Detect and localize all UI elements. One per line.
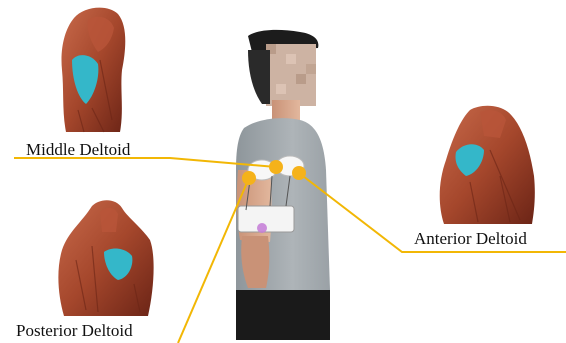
posterior-deltoid-anatomy-image xyxy=(58,200,153,316)
anterior-deltoid-anatomy-image xyxy=(440,106,535,224)
electrode-marker-posterior xyxy=(242,171,256,185)
label-posterior-deltoid: Posterior Deltoid xyxy=(16,322,133,339)
electrode-marker-middle xyxy=(269,160,283,174)
label-middle-deltoid: Middle Deltoid xyxy=(26,141,130,158)
middle-deltoid-anatomy-image xyxy=(62,8,126,132)
label-anterior-deltoid: Anterior Deltoid xyxy=(414,230,527,247)
electrode-marker-anterior xyxy=(292,166,306,180)
